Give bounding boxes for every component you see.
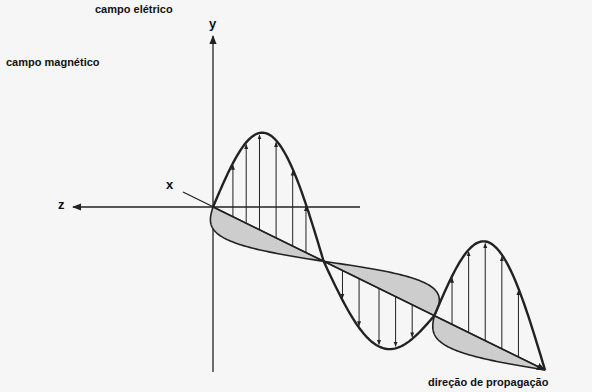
electric-field-vector xyxy=(246,144,247,223)
axis-letter: x xyxy=(166,178,173,192)
electric-field-vector xyxy=(395,297,396,347)
electric-field-vector xyxy=(276,142,277,238)
propagation-axis xyxy=(183,192,545,370)
electric-field-wave xyxy=(213,133,545,370)
axis-title: campo elétrico xyxy=(95,3,173,15)
electric-field-vector xyxy=(379,289,380,345)
electric-field-vector xyxy=(232,165,233,217)
electric-field-vector xyxy=(412,305,413,337)
electric-field-vector xyxy=(518,291,519,357)
axis-letter: y xyxy=(209,17,216,31)
axis-title: campo magnético xyxy=(6,56,100,68)
electric-field-vector xyxy=(485,243,486,340)
electric-field-vector xyxy=(359,279,360,326)
electric-field-vector xyxy=(305,206,306,252)
electric-field-vector xyxy=(292,171,293,246)
electric-field-vector xyxy=(259,135,260,230)
electric-field-vector xyxy=(468,252,469,333)
z-axis xyxy=(73,206,360,207)
electric-field-vector xyxy=(342,271,343,299)
electric-field-vector xyxy=(452,278,453,324)
wave-group xyxy=(183,133,545,370)
axis-letter: z xyxy=(58,198,65,212)
electric-field-vector xyxy=(501,257,502,349)
axis-title: direção de propagação xyxy=(428,376,548,388)
